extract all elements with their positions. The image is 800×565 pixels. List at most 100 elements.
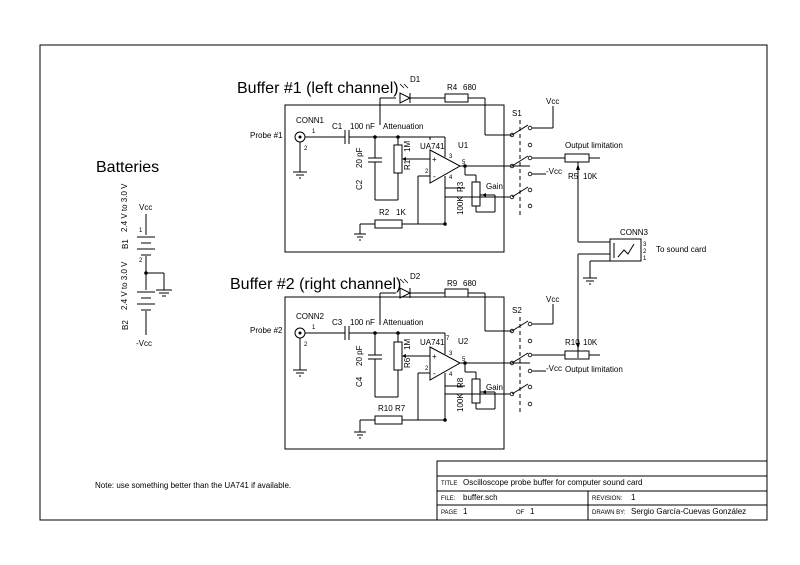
battery-b1-pin2: 2 — [139, 258, 143, 264]
buffer2-diode-icon — [399, 287, 412, 299]
buffer2-c3-value: 100 nF — [350, 318, 375, 327]
drawn-value: Sergio García-Cuevas González — [631, 507, 746, 516]
battery-b1-label: B1 — [121, 239, 130, 249]
buffer1-box — [284, 104, 505, 253]
buffer2-r6-label: R6 — [403, 357, 412, 368]
buffer2-output-limitation: Output limitation — [565, 365, 623, 374]
battery-b2-range: 2.4 V to 3.0 V — [120, 261, 129, 310]
buffer1-conn-label: CONN1 — [296, 116, 325, 125]
buffer2-pin2: 2 — [425, 366, 429, 372]
buffer1-conn-pin2: 2 — [304, 146, 308, 152]
buffer1-output-limitation: Output limitation — [565, 141, 623, 150]
buffer2-c3-label: C3 — [332, 318, 343, 327]
conn3-pin3: 3 — [643, 242, 647, 248]
buffer1-c2-value: 20 pF — [355, 147, 364, 168]
file-label: FILE: — [441, 496, 456, 502]
conn3-jack-icon — [609, 238, 642, 262]
buffer1-opamp-plus: + — [432, 155, 437, 164]
title-block: TITLE Oscilloscope probe buffer for comp… — [436, 460, 768, 521]
buffer1-pin5: 5 — [462, 160, 466, 166]
buffer1-r3-value: 100K — [456, 196, 465, 215]
buffer1-title: Buffer #1 (left channel) — [237, 80, 399, 97]
of-value: 1 — [530, 507, 535, 516]
buffer2-diode-label: D2 — [410, 272, 421, 281]
buffer1-r4-label: R4 — [447, 83, 458, 92]
buffer2-probe-label: Probe #2 — [250, 326, 283, 335]
buffer2-conn-pin2: 2 — [304, 342, 308, 348]
buffer1-opamp-minus: - — [433, 172, 436, 181]
buffer1-switch-label: S1 — [512, 109, 522, 118]
buffer2-pin3: 3 — [449, 351, 453, 357]
buffer2-opamp-minus: - — [433, 369, 436, 378]
title-label: TITLE — [441, 481, 457, 487]
battery-vcc-label: Vcc — [139, 203, 152, 212]
buffer1-section: Buffer #1 (left channel) D1 R4 680 Probe… — [237, 75, 623, 253]
battery-b1-pin1: 1 — [139, 228, 143, 234]
conn3-pin2: 2 — [643, 249, 647, 255]
buffer2-opamp-icon — [429, 346, 462, 381]
buffer1-r5-label: R5 — [568, 172, 579, 181]
revision-label: REVISION: — [592, 496, 623, 502]
sheet-border — [39, 44, 768, 521]
battery-b1-range: 2.4 V to 3.0 V — [120, 183, 129, 232]
buffer2-r9-value: 680 — [463, 279, 477, 288]
buffer1-attenuation-label: Attenuation — [383, 122, 423, 131]
buffer1-r1-label: R1 — [403, 159, 412, 170]
buffer2-opamp-ref: U2 — [458, 337, 469, 346]
buffer1-r2-value: 1K — [396, 208, 406, 217]
buffer2-box — [284, 296, 505, 450]
buffer2-c4-value: 20 pF — [355, 345, 364, 366]
buffer2-r10b-value: 10K — [583, 338, 598, 347]
file-value: buffer.sch — [463, 493, 498, 502]
buffer1-c2-label: C2 — [355, 179, 364, 190]
batteries-title: Batteries — [96, 159, 159, 176]
buffer2-opamp-plus: + — [432, 352, 437, 361]
buffer1-pin2: 2 — [425, 169, 429, 175]
buffer2-switch-label: S2 — [512, 306, 522, 315]
buffer1-r4-value: 680 — [463, 83, 477, 92]
buffer1-c1-value: 100 nF — [350, 122, 375, 131]
conn3-pin1: 1 — [643, 256, 647, 262]
buffer2-conn-pin1: 1 — [312, 325, 316, 331]
title-value: Oscilloscope probe buffer for computer s… — [463, 478, 643, 487]
of-label: OF — [516, 510, 525, 516]
buffer2-r8-label: R8 — [456, 377, 465, 388]
buffer2-r8-value: 100K — [456, 393, 465, 412]
buffer2-section: Buffer #2 (right channel) D2 R9 680 Prob… — [230, 272, 623, 450]
buffer1-pin3: 3 — [449, 154, 453, 160]
buffer2-pin5: 5 — [462, 357, 466, 363]
buffer1-pin4: 4 — [449, 175, 453, 181]
page-value: 1 — [463, 507, 468, 516]
buffer2-vcc-label: Vcc — [546, 295, 559, 304]
buffer2-gain-label: Gain — [486, 383, 503, 392]
buffer2-conn-label: CONN2 — [296, 312, 325, 321]
buffer1-neg-vcc-label: -Vcc — [546, 167, 562, 176]
buffer2-c4-label: C4 — [355, 376, 364, 387]
buffer2-title: Buffer #2 (right channel) — [230, 276, 401, 293]
buffer2-pin7: 7 — [446, 336, 450, 342]
buffer2-r10b-label: R10 — [565, 338, 580, 347]
buffer2-r7-label: R7 — [395, 404, 406, 413]
buffer1-r1-value: 1M — [403, 141, 412, 152]
buffer2-r10-label: R10 — [378, 404, 393, 413]
buffer1-diode-icon — [399, 92, 412, 104]
battery-b2-label: B2 — [121, 320, 130, 330]
conn3-section: CONN3 3 2 1 To sound card — [577, 228, 706, 358]
page-label: PAGE — [441, 510, 457, 516]
buffer1-r5-value: 10K — [583, 172, 598, 181]
buffer1-gain-label: Gain — [486, 182, 503, 191]
buffer1-r2-label: R2 — [379, 208, 390, 217]
buffer1-vcc-label: Vcc — [546, 97, 559, 106]
batteries-section: Batteries Vcc B1 2.4 V to 3.0 V 1 2 B2 2… — [96, 159, 172, 348]
conn3-label: CONN3 — [620, 228, 649, 237]
design-note: Note: use something better than the UA74… — [95, 481, 291, 490]
buffer1-diode-label: D1 — [410, 75, 421, 84]
conn3-to-sound-card: To sound card — [656, 245, 706, 254]
battery-neg-vcc: -Vcc — [136, 339, 152, 348]
buffer2-attenuation-label: Attenuation — [383, 318, 423, 327]
buffer2-r6-value: 1M — [403, 339, 412, 350]
buffer1-conn-pin1: 1 — [312, 129, 316, 135]
drawn-label: DRAWN BY: — [592, 510, 626, 516]
buffer1-opamp-ref: U1 — [458, 141, 469, 150]
